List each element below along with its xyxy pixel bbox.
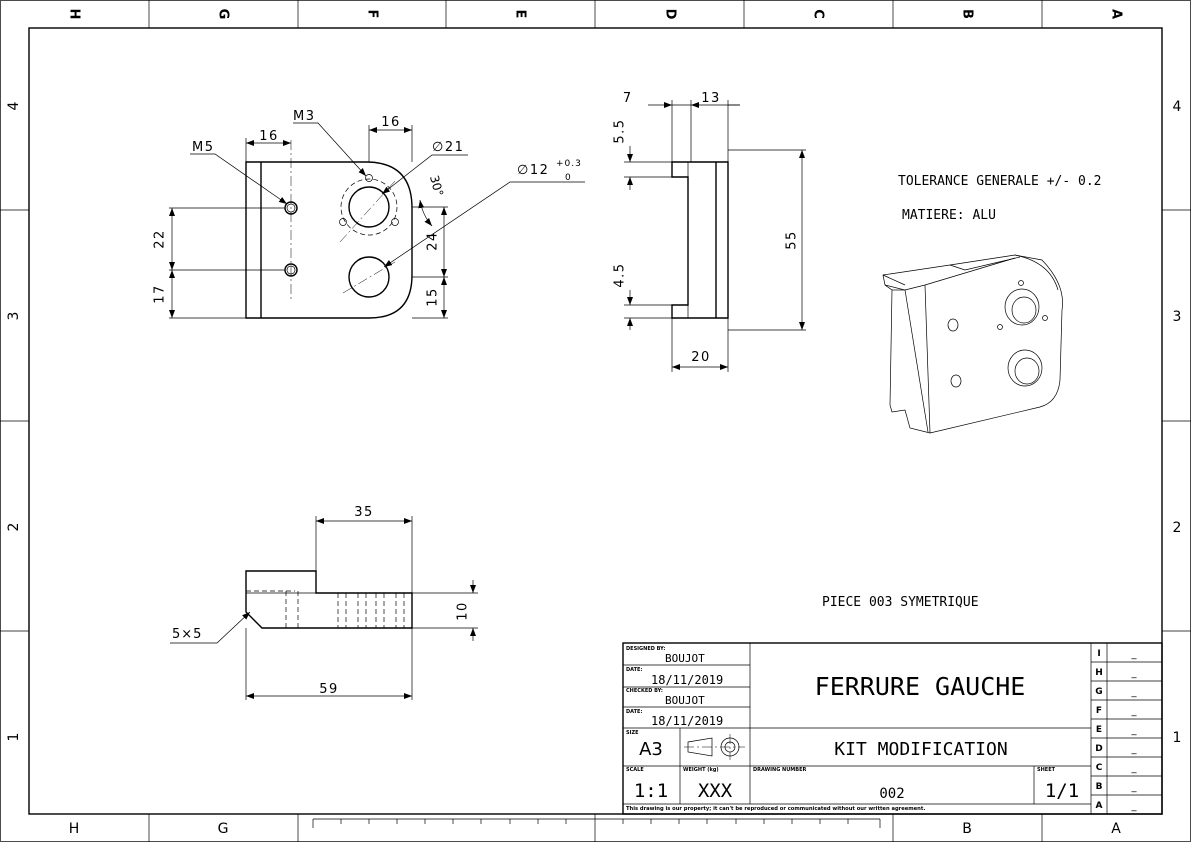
dim-m5: M5 xyxy=(192,140,215,155)
side-view: 7 13 5.5 4.5 55 20 xyxy=(613,91,806,372)
drawing-number-value: 002 xyxy=(879,786,904,802)
designed-by-value: BOUJOT xyxy=(665,652,705,665)
dim-59: 59 xyxy=(319,682,339,697)
revision-value: _ xyxy=(1131,763,1138,774)
date-value-2: 18/11/2019 xyxy=(651,714,723,728)
projection-symbol-icon xyxy=(684,734,745,760)
row-label-left-1: 1 xyxy=(6,733,22,742)
weight-value: XXX xyxy=(698,780,733,802)
date-value-1: 18/11/2019 xyxy=(651,673,723,687)
revision-letter: E xyxy=(1096,725,1102,735)
scale-ruler xyxy=(312,818,881,828)
front-view: M5 M3 16 16 ∅21 ∅12 +0.3 0 22 17 30° 24 … xyxy=(153,109,585,319)
col-label-top-e: E xyxy=(513,10,528,19)
scale-label: SCALE xyxy=(626,767,644,773)
bore-lower xyxy=(348,256,390,298)
dim-22: 22 xyxy=(153,229,168,249)
date-label-1: DATE: xyxy=(626,667,642,673)
drawing-title: FERRURE GAUCHE xyxy=(815,672,1026,701)
isometric-view xyxy=(882,254,1063,434)
revision-value: _ xyxy=(1131,649,1138,660)
note-symmetric: PIECE 003 SYMETRIQUE xyxy=(822,595,979,610)
drawing-subtitle: KIT MODIFICATION xyxy=(834,739,1007,760)
revision-letter: H xyxy=(1095,668,1103,678)
pcd-circle xyxy=(340,178,398,236)
row-label-left-2: 2 xyxy=(6,523,22,532)
dim-15: 15 xyxy=(426,287,441,307)
sheet-label: SHEET xyxy=(1037,767,1056,773)
revision-letter: A xyxy=(1096,801,1103,811)
revision-value: _ xyxy=(1131,706,1138,717)
revision-value: _ xyxy=(1131,687,1138,698)
note-tolerance: TOLERANCE GENERALE +/- 0.2 xyxy=(898,174,1102,189)
checked-by-value: BOUJOT xyxy=(665,694,705,707)
col-label-top-a: A xyxy=(1109,9,1124,19)
row-label-right-4: 4 xyxy=(1173,99,1182,115)
col-label-top-d: D xyxy=(663,9,678,20)
revision-value: _ xyxy=(1131,744,1138,755)
revision-value: _ xyxy=(1131,668,1138,679)
dim-17: 17 xyxy=(153,284,168,304)
dim-30-deg: 30° xyxy=(427,174,446,198)
size-value: A3 xyxy=(639,739,663,760)
dim-4-5: 4.5 xyxy=(613,262,628,287)
col-label-top-f: F xyxy=(365,10,380,19)
dim-dia12-tol-lower: 0 xyxy=(565,173,571,183)
checked-by-label: CHECKED BY: xyxy=(626,688,663,694)
note-material: MATIERE: ALU xyxy=(902,208,996,223)
col-label-bottom-a: A xyxy=(1111,821,1121,837)
row-label-left-4: 4 xyxy=(6,101,22,110)
dim-dia12: ∅12 xyxy=(517,163,549,178)
dim-24: 24 xyxy=(426,231,441,251)
dim-20: 20 xyxy=(691,350,711,365)
revision-letter: C xyxy=(1096,763,1103,773)
dim-m3: M3 xyxy=(293,109,316,124)
bore-upper xyxy=(348,186,390,228)
date-label-2: DATE: xyxy=(626,709,642,715)
dim-10: 10 xyxy=(456,601,471,621)
dim-16-left: 16 xyxy=(259,129,279,144)
revision-letter: G xyxy=(1095,687,1102,697)
revision-letter: I xyxy=(1097,649,1100,659)
dim-7: 7 xyxy=(623,91,631,106)
revision-value: _ xyxy=(1131,782,1138,793)
bottom-view: 35 10 59 5×5 xyxy=(170,505,478,700)
revision-value: _ xyxy=(1131,725,1138,736)
dim-55: 55 xyxy=(785,230,800,250)
dim-35: 35 xyxy=(354,505,374,520)
dim-13: 13 xyxy=(701,91,721,106)
drawing-number-label: DRAWING NUMBER xyxy=(753,767,806,773)
dim-16-right: 16 xyxy=(381,115,401,130)
revision-value: _ xyxy=(1131,801,1138,812)
col-label-top-b: B xyxy=(960,9,975,19)
col-label-bottom-g: G xyxy=(218,821,229,837)
title-block: DESIGNED BY: BOUJOT DATE: 18/11/2019 CHE… xyxy=(622,642,1163,815)
col-label-top-g: G xyxy=(216,9,231,20)
col-label-bottom-b: B xyxy=(962,821,972,837)
revision-letter: F xyxy=(1096,706,1102,716)
revision-letter: B xyxy=(1096,782,1103,792)
sheet-value: 1/1 xyxy=(1045,780,1079,802)
col-label-top-c: C xyxy=(811,9,826,19)
size-label: SIZE xyxy=(626,730,639,736)
row-label-right-2: 2 xyxy=(1173,520,1182,536)
weight-label: WEIGHT (kg) xyxy=(683,767,719,773)
scale-value: 1:1 xyxy=(634,780,668,802)
row-label-right-3: 3 xyxy=(1173,309,1182,325)
dim-dia21: ∅21 xyxy=(432,140,464,155)
revision-letter: D xyxy=(1095,744,1102,754)
property-disclaimer: This drawing is our property; it can't b… xyxy=(626,806,925,812)
dim-5-5: 5.5 xyxy=(613,118,628,143)
col-label-bottom-h: H xyxy=(69,821,80,837)
row-label-left-3: 3 xyxy=(6,312,22,321)
dim-dia12-tol-upper: +0.3 xyxy=(556,159,582,169)
row-label-right-1: 1 xyxy=(1173,730,1182,746)
designed-by-label: DESIGNED BY: xyxy=(626,646,665,652)
col-label-top-h: H xyxy=(67,9,82,20)
dim-chamfer: 5×5 xyxy=(172,627,202,642)
revision-table: I _ H _ G _ F _ E _ D _ C _ B _ A _ xyxy=(1095,649,1137,812)
